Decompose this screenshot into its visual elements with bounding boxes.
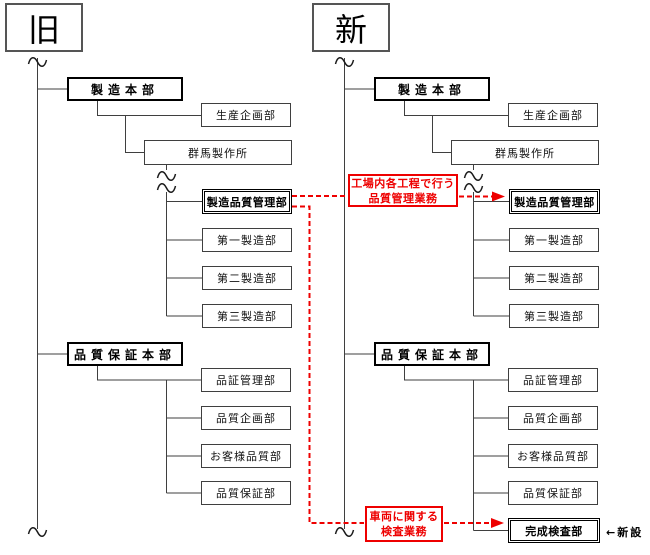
arrow-right-icon	[491, 518, 504, 528]
old-box-mfg2: 第二製造部	[202, 266, 292, 290]
new-quality-assurance-label: 品質保証部	[523, 487, 583, 500]
new-box-quality-assurance: 品質保証部	[508, 481, 598, 505]
callout-vehicle-inspection-line2: 検査業務	[381, 525, 427, 538]
old-qc-mgmt-label: 品証管理部	[216, 374, 276, 387]
old-mfg2-label: 第二製造部	[217, 272, 277, 285]
new-title-label: 新	[334, 10, 367, 49]
old-box-quality-assurance: 品質保証部	[201, 481, 291, 505]
old-mfg-hq-label: 製造本部	[90, 82, 159, 97]
new-mfg2-label: 第二製造部	[524, 272, 584, 285]
old-box-quality-planning: 品質企画部	[201, 406, 291, 430]
new-box-customer-quality: お客様品質部	[508, 444, 598, 468]
new-box-qc-mgmt: 品証管理部	[508, 368, 598, 392]
callout-factory-process-quality-line2: 品質管理業務	[368, 191, 438, 205]
break-mark	[27, 57, 48, 67]
callout-vehicle-inspection-line1: 車両に関する	[369, 510, 439, 523]
new-qa-hq-label: 品質保証本部	[380, 347, 483, 362]
new-mfg3-label: 第三製造部	[524, 310, 584, 323]
old-title-label: 旧	[27, 10, 60, 49]
old-box-qa-hq: 品質保証本部	[67, 342, 183, 366]
new-title-box: 新	[312, 3, 390, 52]
new-box-mfg-hq: 製造本部	[374, 77, 490, 101]
red-dashed-quality-link	[292, 191, 505, 202]
callout-vehicle-inspection: 車両に関する 検査業務	[365, 506, 443, 542]
old-box-gunma-works: 群馬製作所	[144, 140, 292, 165]
new-qc-mgmt-label: 品証管理部	[523, 374, 583, 387]
break-mark	[27, 527, 48, 537]
new-box-mfg1: 第一製造部	[509, 228, 599, 252]
new-mfg-hq-label: 製造本部	[397, 82, 466, 97]
new-production-planning-label: 生産企画部	[523, 109, 583, 122]
break-mark	[463, 171, 484, 181]
old-box-mfg-hq: 製造本部	[67, 77, 183, 101]
new-quality-planning-label: 品質企画部	[523, 412, 583, 425]
red-dashed-inspection-link	[292, 205, 504, 528]
old-box-mfg3: 第三製造部	[202, 304, 292, 328]
new-connector-lines	[344, 58, 509, 531]
new-mfg1-label: 第一製造部	[524, 234, 584, 247]
break-mark	[334, 527, 355, 537]
old-box-mfg-quality-ctrl: 製造品質管理部	[202, 189, 292, 214]
old-mfg-quality-ctrl-label: 製造品質管理部	[206, 195, 288, 209]
callout-factory-process-quality-line1: 工場内各工程で行う	[351, 176, 455, 190]
callout-factory-process-quality: 工場内各工程で行う 品質管理業務	[348, 174, 458, 207]
old-production-planning-label: 生産企画部	[216, 109, 276, 122]
arrow-right-icon	[492, 191, 505, 202]
old-box-production-planning: 生産企画部	[201, 103, 291, 127]
old-gunma-works-label: 群馬製作所	[188, 146, 248, 160]
new-completion-inspection-label: 完成検査部	[525, 524, 583, 538]
old-connector-lines	[37, 58, 202, 529]
break-mark	[463, 183, 484, 193]
break-mark	[156, 171, 177, 181]
old-customer-quality-label: お客様品質部	[210, 450, 282, 463]
new-box-qa-hq: 品質保証本部	[374, 342, 490, 366]
old-quality-planning-label: 品質企画部	[216, 412, 276, 425]
old-quality-assurance-label: 品質保証部	[216, 487, 276, 500]
new-mfg-quality-ctrl-label: 製造品質管理部	[514, 195, 595, 209]
new-box-mfg-quality-ctrl: 製造品質管理部	[509, 189, 600, 214]
new-customer-quality-label: お客様品質部	[517, 450, 589, 463]
break-mark	[156, 183, 177, 193]
new-box-gunma-works: 群馬製作所	[451, 140, 599, 165]
old-mfg3-label: 第三製造部	[217, 310, 277, 323]
old-box-mfg1: 第一製造部	[202, 228, 292, 252]
old-box-customer-quality: お客様品質部	[201, 444, 291, 468]
new-box-mfg3: 第三製造部	[509, 304, 599, 328]
break-marks	[27, 57, 484, 537]
newly-established-note: ←新設	[606, 526, 644, 539]
new-box-completion-inspection: 完成検査部	[508, 518, 600, 543]
break-mark	[334, 57, 355, 67]
old-title-box: 旧	[5, 3, 83, 52]
old-mfg1-label: 第一製造部	[217, 234, 277, 247]
old-box-qc-mgmt: 品証管理部	[201, 368, 291, 392]
new-gunma-works-label: 群馬製作所	[495, 146, 555, 160]
new-box-production-planning: 生産企画部	[508, 103, 598, 127]
new-box-mfg2: 第二製造部	[509, 266, 599, 290]
new-box-quality-planning: 品質企画部	[508, 406, 598, 430]
old-qa-hq-label: 品質保証本部	[73, 347, 176, 362]
